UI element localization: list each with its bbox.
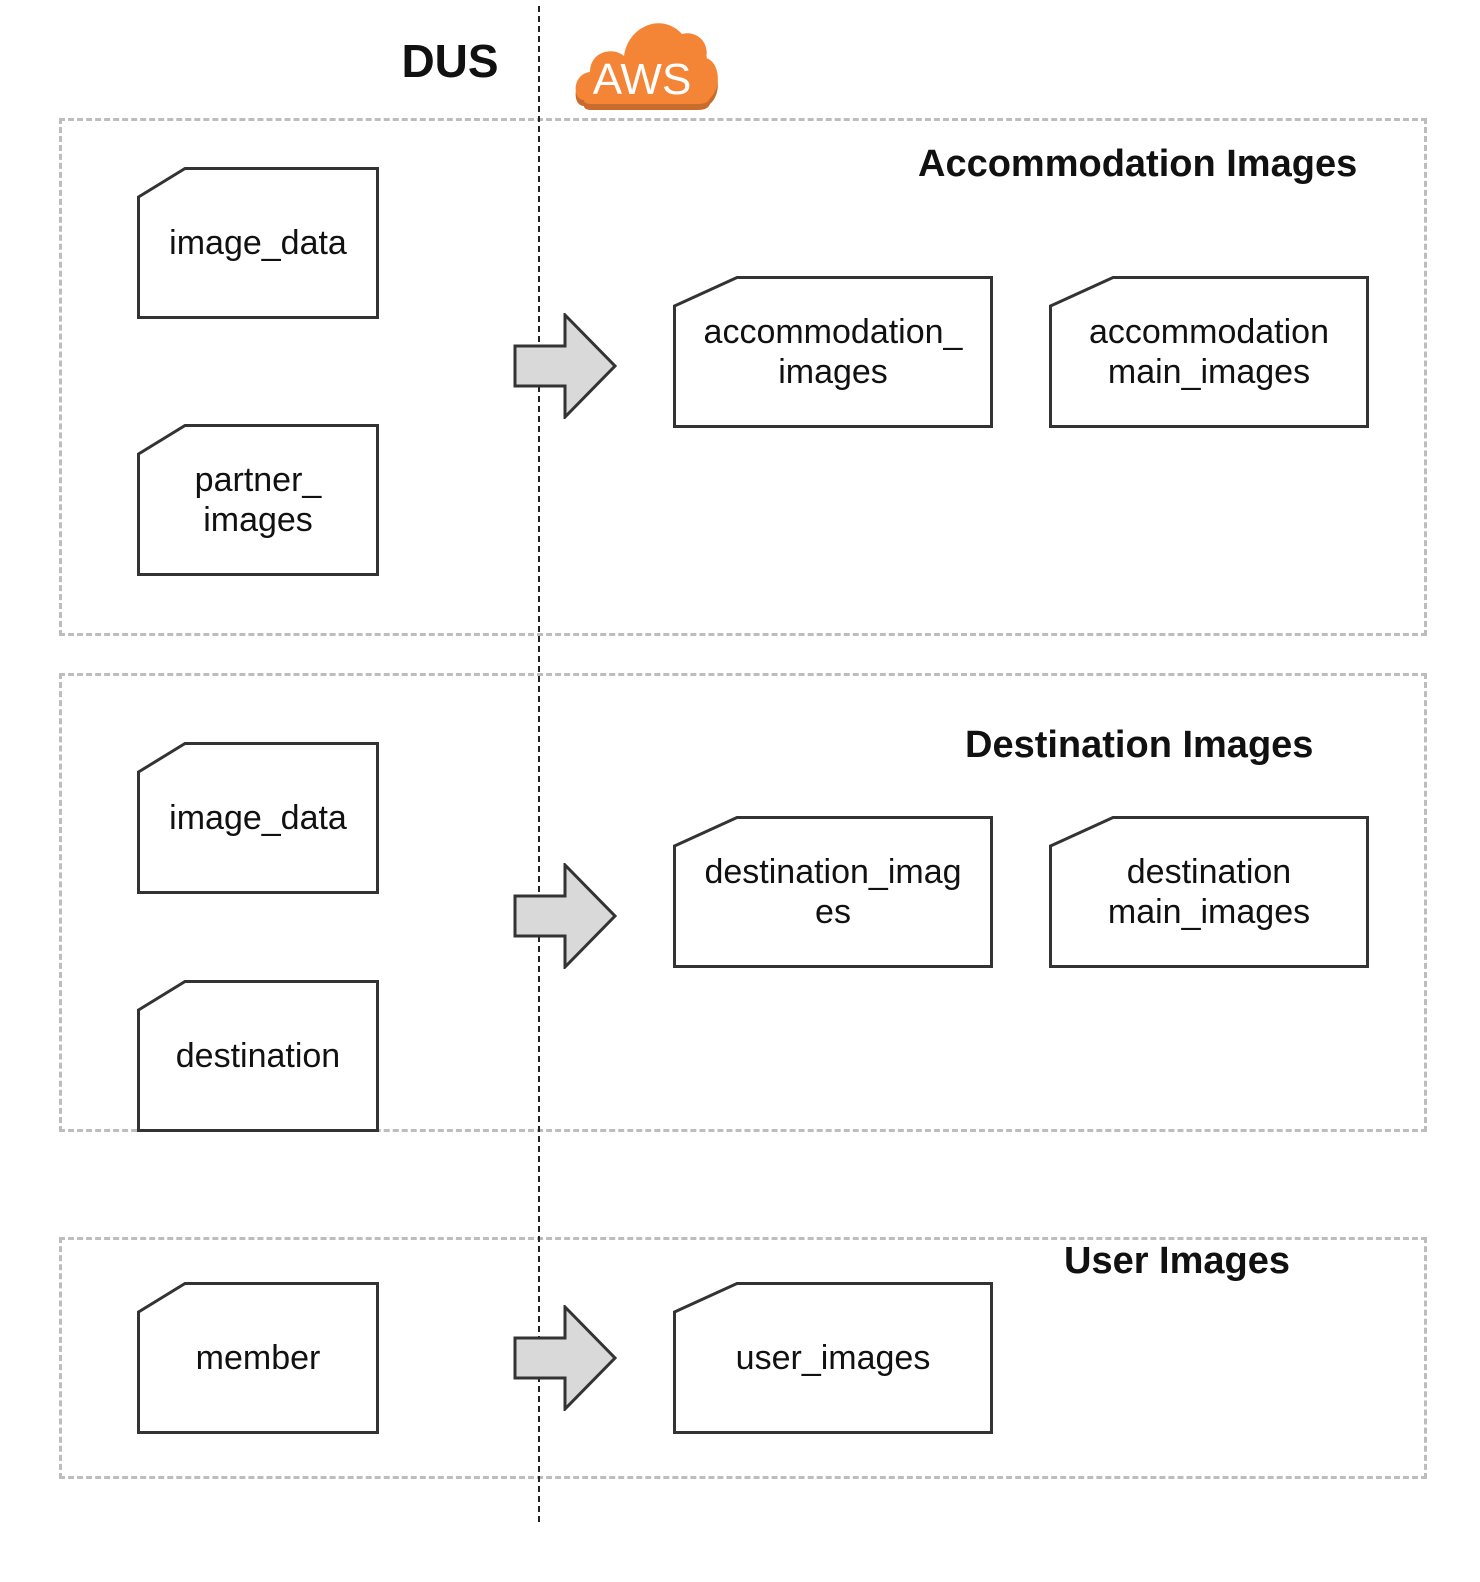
table-name: destination main_images: [1107, 853, 1311, 931]
target-table: user_images: [673, 1282, 993, 1434]
group-user-images: User Images: [59, 1237, 1427, 1479]
target-table: destination_imag es: [673, 816, 993, 968]
aws-logo-text: AWS: [593, 55, 692, 104]
table-name: partner_ images: [194, 461, 322, 539]
migration-arrow-icon: [513, 863, 617, 969]
migration-arrow-icon: [513, 1305, 617, 1411]
group-title: Destination Images: [965, 724, 1314, 766]
table-name: destination: [175, 1037, 341, 1075]
target-table: accommodation_ images: [673, 276, 993, 428]
table-name: image_data: [169, 224, 347, 262]
source-table: image_data: [137, 742, 379, 894]
table-name: accommodation_ images: [703, 313, 963, 391]
table-name: destination_imag es: [704, 853, 962, 931]
table-name: accommodation main_images: [1088, 313, 1329, 391]
target-table: destination main_images: [1049, 816, 1369, 968]
group-destination-images: Destination Images: [59, 673, 1427, 1132]
group-title: Accommodation Images: [918, 143, 1358, 185]
table-name: member: [195, 1339, 321, 1377]
target-table: accommodation main_images: [1049, 276, 1369, 428]
source-table: image_data: [137, 167, 379, 319]
table-name: image_data: [169, 799, 347, 837]
group-accommodation-images: Accommodation Images: [59, 118, 1427, 636]
dus-label: DUS: [401, 35, 499, 87]
migration-arrow-icon: [513, 313, 617, 419]
group-title: User Images: [1064, 1240, 1291, 1282]
source-table: member: [137, 1282, 379, 1434]
table-name: user_images: [735, 1339, 931, 1377]
source-table: destination: [137, 980, 379, 1132]
aws-cloud-icon: AWS: [575, 23, 718, 110]
dus-aws-divider: [538, 6, 540, 1522]
source-table: partner_ images: [137, 424, 379, 576]
